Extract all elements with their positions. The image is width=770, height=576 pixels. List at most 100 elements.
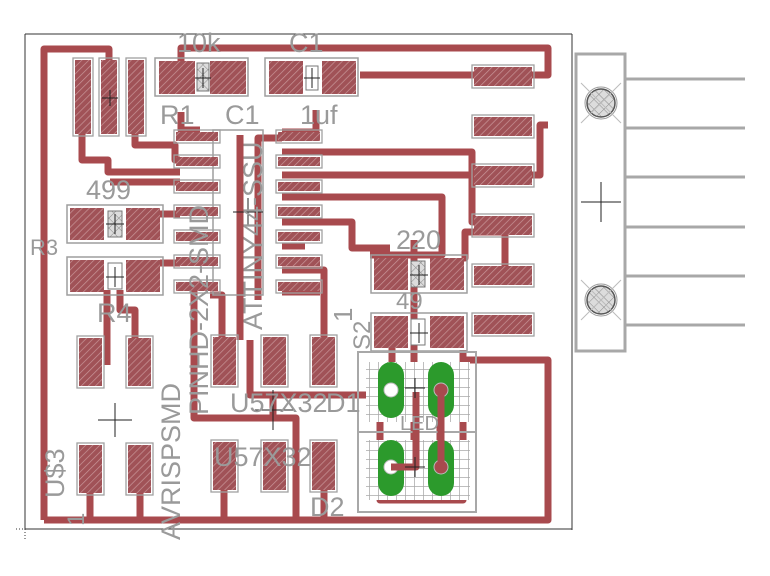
d2-footprint-part[interactable]: [260, 439, 289, 493]
u3-footprint-part[interactable]: [128, 445, 151, 493]
r3-resistor[interactable]: [66, 204, 164, 244]
r4-resistor-part[interactable]: [126, 260, 160, 292]
top-left-header-part[interactable]: [128, 60, 144, 134]
r2-resistor-part[interactable]: [374, 258, 408, 290]
ic-right-pads-part[interactable]: [278, 257, 320, 266]
d1-footprint-part[interactable]: [312, 337, 335, 385]
right-header-pads-part[interactable]: [471, 263, 535, 288]
d2-footprint[interactable]: [210, 439, 338, 493]
right-header-pads-part[interactable]: [474, 315, 532, 334]
ic-right-pads-part[interactable]: [275, 179, 323, 194]
led-footprint[interactable]: [357, 351, 477, 513]
ic-left-pads-part[interactable]: [173, 204, 221, 219]
copper-traces-part[interactable]: [282, 218, 390, 252]
copper-traces-part[interactable]: [78, 130, 180, 176]
c1-capacitor-part[interactable]: [264, 57, 359, 97]
u3-footprint-part[interactable]: [125, 335, 154, 389]
ic-right-pads-part[interactable]: [278, 232, 320, 241]
ic-left-pads-part[interactable]: [176, 132, 218, 141]
ic-left-pads[interactable]: [173, 129, 221, 294]
ic-right-pads-part[interactable]: [275, 254, 323, 269]
d1-footprint-part[interactable]: [263, 337, 286, 385]
ic-left-pads-part[interactable]: [176, 257, 218, 266]
via-pad-icon[interactable]: [378, 362, 404, 418]
right-header-pads-part[interactable]: [474, 166, 532, 185]
ic-right-pads-part[interactable]: [275, 204, 323, 219]
c1-capacitor-part[interactable]: [269, 61, 303, 94]
r1-resistor-part[interactable]: [154, 57, 249, 97]
ic-left-pads-part[interactable]: [176, 157, 218, 166]
ic-right-pads-part[interactable]: [278, 207, 320, 216]
d2-footprint-part[interactable]: [309, 439, 338, 493]
r49-resistor-part[interactable]: [374, 316, 408, 348]
ic-left-pads-part[interactable]: [173, 229, 221, 244]
ic-left-pads-part[interactable]: [173, 129, 221, 144]
d1-footprint-part[interactable]: [210, 334, 239, 388]
u3-footprint-part[interactable]: [79, 338, 102, 386]
r49-resistor-part[interactable]: [410, 318, 426, 346]
edge-connector-part[interactable]: [574, 52, 627, 353]
ic-left-pads-part[interactable]: [173, 154, 221, 169]
ic-right-pads[interactable]: [275, 129, 323, 294]
right-header-pads-part[interactable]: [471, 163, 535, 188]
d2-footprint-part[interactable]: [213, 442, 236, 490]
top-left-header-part[interactable]: [98, 57, 120, 137]
ic-left-pads-part[interactable]: [176, 282, 218, 291]
r2-resistor-part[interactable]: [430, 258, 464, 290]
r3-resistor-part[interactable]: [70, 208, 104, 240]
right-header-pads-part[interactable]: [471, 64, 535, 89]
top-left-header-part[interactable]: [72, 57, 94, 137]
edge-connector[interactable]: [574, 52, 745, 353]
r4-resistor-part[interactable]: [70, 260, 104, 292]
c1-capacitor-part[interactable]: [322, 61, 356, 94]
right-header-pads[interactable]: [471, 64, 535, 337]
right-header-pads-part[interactable]: [471, 213, 535, 238]
r2-resistor[interactable]: [370, 254, 468, 294]
right-header-pads-part[interactable]: [471, 312, 535, 337]
u3-footprint-part[interactable]: [76, 335, 105, 389]
ic-right-pads-part[interactable]: [275, 229, 323, 244]
right-header-pads-part[interactable]: [474, 67, 532, 86]
ic-right-pads-part[interactable]: [275, 279, 323, 294]
d2-footprint-part[interactable]: [312, 442, 335, 490]
r4-resistor[interactable]: [66, 256, 164, 296]
d2-footprint-part[interactable]: [263, 442, 286, 490]
ic-left-pads-part[interactable]: [176, 182, 218, 191]
r49-resistor[interactable]: [370, 312, 468, 352]
ic-left-pads-part[interactable]: [173, 254, 221, 269]
d1-footprint-part[interactable]: [309, 334, 338, 388]
ic-left-pads-part[interactable]: [173, 179, 221, 194]
r3-resistor-part[interactable]: [126, 208, 160, 240]
d2-footprint-part[interactable]: [210, 439, 239, 493]
copper-traces-part[interactable]: [254, 134, 282, 300]
top-left-header[interactable]: [72, 57, 147, 137]
right-header-pads-part[interactable]: [474, 216, 532, 235]
u3-footprint[interactable]: [76, 335, 154, 496]
copper-traces-part[interactable]: [116, 290, 139, 355]
ic-right-pads-part[interactable]: [278, 182, 320, 191]
r3-resistor-part[interactable]: [66, 204, 164, 244]
r1-resistor[interactable]: [154, 57, 249, 97]
right-header-pads-part[interactable]: [474, 117, 532, 136]
top-left-header-part[interactable]: [101, 60, 117, 134]
top-left-header-part[interactable]: [125, 57, 147, 137]
ic-left-pads-part[interactable]: [176, 207, 218, 216]
attiny44-ic[interactable]: [173, 129, 323, 296]
u3-footprint-part[interactable]: [128, 338, 151, 386]
ic-right-pads-part[interactable]: [278, 132, 320, 141]
via-pad-icon-part[interactable]: [383, 382, 399, 398]
ic-right-pads-part[interactable]: [278, 157, 320, 166]
copper-traces-part[interactable]: [282, 266, 328, 340]
ic-left-pads-part[interactable]: [173, 279, 221, 294]
right-header-pads-part[interactable]: [474, 266, 532, 285]
d1-footprint-part[interactable]: [213, 337, 236, 385]
copper-traces-part[interactable]: [282, 121, 548, 179]
ic-right-pads-part[interactable]: [278, 282, 320, 291]
r4-resistor-part[interactable]: [66, 256, 164, 296]
r2-resistor-part[interactable]: [410, 260, 426, 288]
u3-footprint-part[interactable]: [125, 442, 154, 496]
u3-footprint-part[interactable]: [79, 445, 102, 493]
r1-resistor-part[interactable]: [210, 61, 246, 94]
d1-footprint-part[interactable]: [260, 334, 289, 388]
